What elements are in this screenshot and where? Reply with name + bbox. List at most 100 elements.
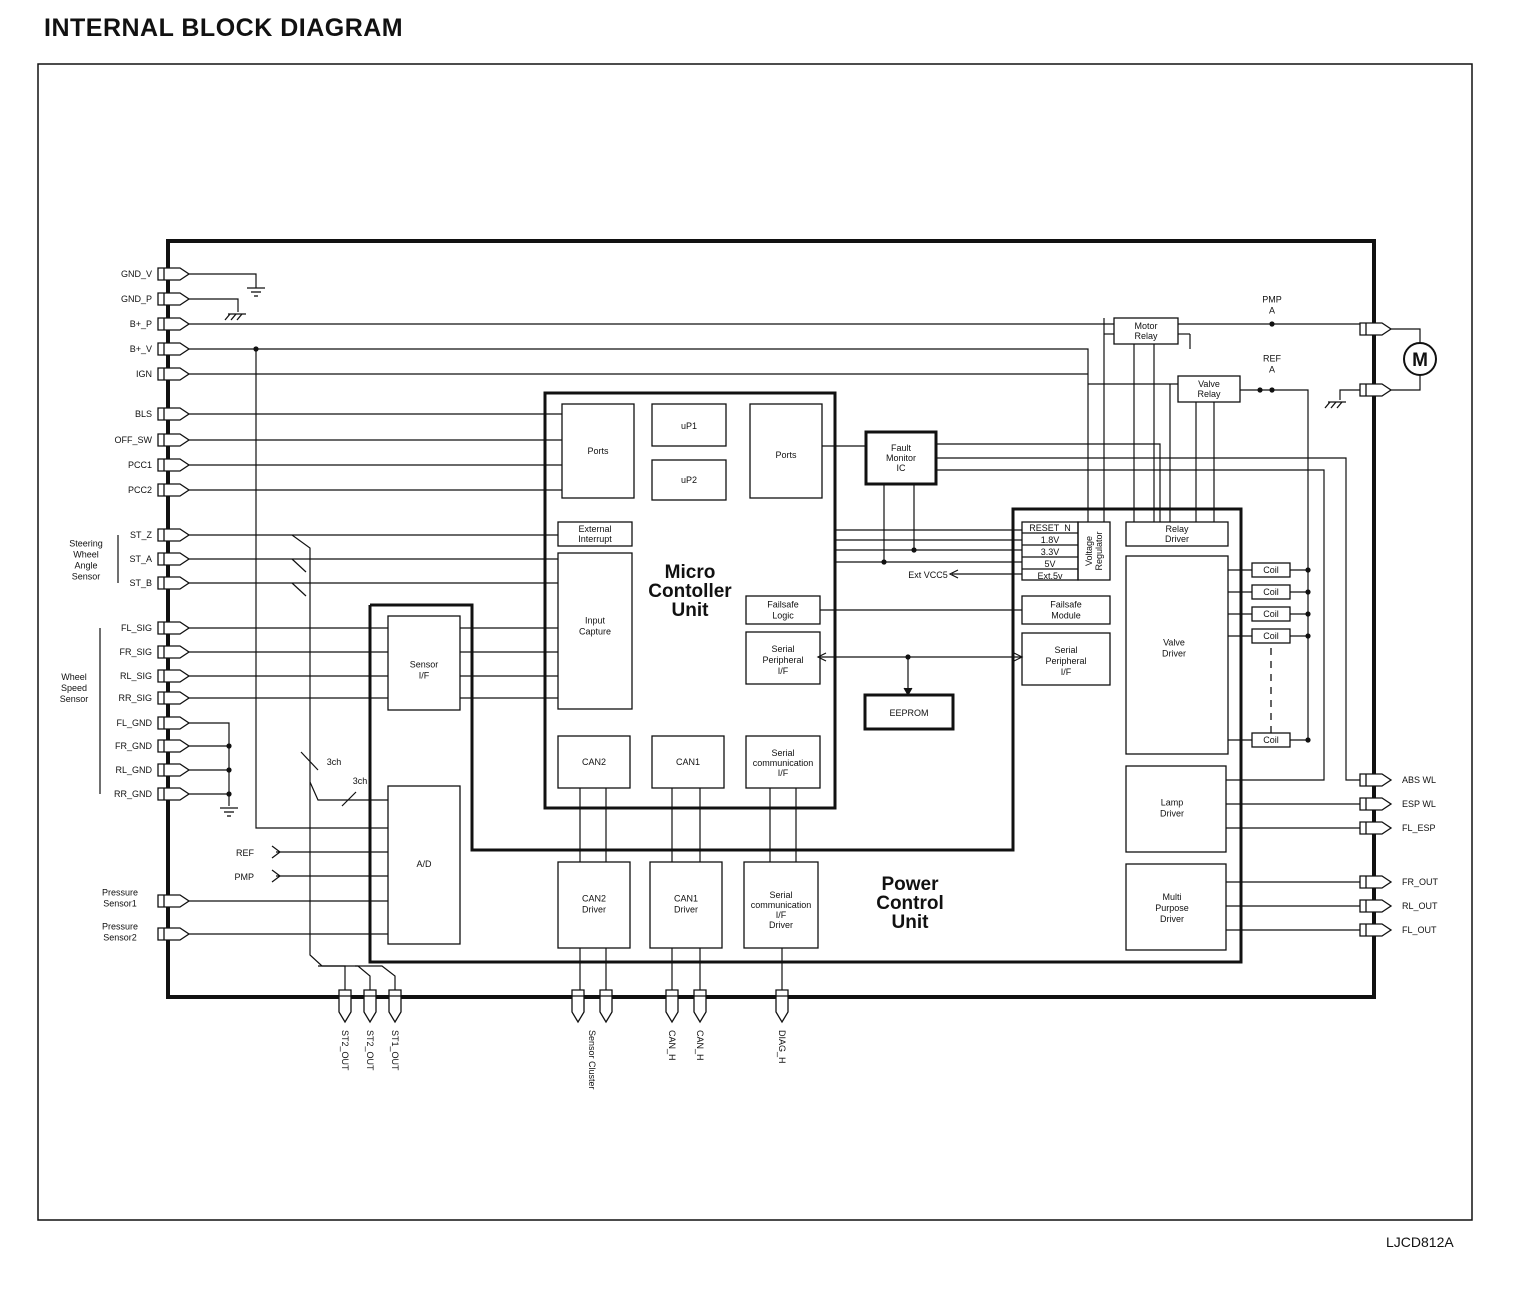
output-label-4: FR_OUT	[1402, 877, 1439, 887]
mcu-up1-label: uP1	[681, 421, 697, 431]
pcu-5v-label: 5V	[1044, 559, 1055, 569]
pcu-relay-driver-label-line2: Driver	[1165, 534, 1189, 544]
steering-sensor-group-line2: Wheel	[73, 550, 99, 560]
bottom-connector	[599, 989, 613, 1024]
steering-sensor-group-line4: Sensor	[72, 572, 101, 582]
left-connector	[157, 669, 191, 683]
pcu-ad-label: A/D	[416, 859, 432, 869]
right-connector	[1359, 875, 1393, 889]
valve-relay	[1177, 375, 1241, 403]
pin-label-fl-sig: FL_SIG	[121, 623, 152, 633]
mcu-ext-interrupt	[557, 521, 633, 547]
wheel-speed-group-line3: Sensor	[60, 694, 89, 704]
ground-symbol	[220, 807, 238, 817]
mcu-failsafe-logic	[745, 595, 821, 625]
left-connector	[157, 716, 191, 730]
output-label-3: FL_ESP	[1402, 823, 1436, 833]
pcu-18v-label: 1.8V	[1041, 535, 1060, 545]
bottom-pin-label-3: ST1_OUT	[390, 1030, 400, 1071]
fault-monitor-ic	[864, 430, 938, 486]
wheel-speed-group-line1: Wheel	[61, 672, 87, 682]
pcu-failsafe-module-label-line1: Failsafe	[1050, 600, 1082, 610]
connectors	[157, 267, 1393, 1024]
junction-dot	[1257, 387, 1263, 393]
bottom-connector	[693, 989, 707, 1024]
bottom-connector	[363, 989, 377, 1024]
mcu-serial-comm	[745, 735, 821, 789]
left-connector	[157, 576, 191, 590]
pin-label-pcc2: PCC2	[128, 485, 152, 495]
labels: GND_VGND_PB+_PB+_VIGNBLSOFF_SWPCC1PCC2ST…	[60, 269, 1439, 1090]
pin-label-bls: BLS	[135, 409, 152, 419]
mcu-serial-comm-label-line3: I/F	[778, 768, 789, 778]
pcu-can2-driver	[557, 861, 631, 949]
bottom-pin-label-6: CAN_H	[695, 1030, 705, 1061]
ground-symbols	[220, 287, 1346, 817]
mcu-up2	[651, 459, 727, 501]
mcu-can2	[557, 735, 631, 789]
ad-input-pmp: PMP	[234, 872, 254, 882]
pcu-valve-driver	[1125, 555, 1229, 755]
mcu-blocks	[557, 403, 823, 789]
motor-label: M	[1412, 350, 1428, 371]
pcu-multi-driver-label-line3: Driver	[1160, 914, 1184, 924]
ref-label-line2: A	[1269, 365, 1275, 375]
mcu-serial-peripheral-label-line1: Serial	[771, 644, 794, 654]
pcu-relay-driver	[1125, 521, 1229, 547]
mcu-serial-comm-label-line1: Serial	[771, 748, 794, 758]
motor-relay	[1113, 317, 1179, 345]
figure-code: LJCD812A	[1386, 1234, 1454, 1250]
wires	[99, 273, 1421, 990]
pcu-title-line2: Control	[876, 893, 944, 914]
bottom-pin-label-2: ST2_OUT	[365, 1030, 375, 1071]
fault-monitor-label-line1: Fault	[891, 443, 912, 453]
pcu-failsafe-module	[1021, 595, 1111, 625]
valve-relay-label-line2: Relay	[1197, 389, 1221, 399]
coil-4	[1251, 628, 1291, 644]
left-connector	[157, 552, 191, 566]
eeprom	[863, 693, 955, 731]
bottom-connector	[775, 989, 789, 1024]
pressure-sensor1-line2: Sensor1	[103, 899, 137, 909]
mcu-serial-peripheral-label-line2: Peripheral	[762, 655, 803, 665]
pcu-serial-peripheral	[1021, 632, 1111, 686]
right-connector	[1359, 383, 1393, 397]
label-3ch-a: 3ch	[327, 757, 342, 767]
left-connector	[157, 528, 191, 542]
mcu-failsafe-logic-label-line1: Failsafe	[767, 600, 799, 610]
eeprom-label: EEPROM	[889, 708, 928, 718]
ext-vcc5-label: Ext VCC5	[908, 570, 948, 580]
left-connector	[157, 267, 191, 281]
junction-dot	[1305, 589, 1311, 595]
left-connector	[157, 317, 191, 331]
mcu-up1	[651, 403, 727, 447]
left-connector	[157, 621, 191, 635]
pin-label-b-v: B+_V	[130, 344, 152, 354]
ext-vcc5-arrow	[948, 569, 959, 579]
wheel-speed-group-line2: Speed	[61, 683, 87, 693]
pcu-title-line3: Unit	[892, 912, 930, 933]
mcu-serial-peripheral	[745, 631, 821, 685]
bottom-connector	[338, 989, 352, 1024]
left-connector	[157, 367, 191, 381]
pmp-label-line1: PMP	[1262, 295, 1282, 305]
pcu-sensor-if	[387, 615, 461, 711]
pcu-can1-driver	[649, 861, 723, 949]
mcu-up2-label: uP2	[681, 475, 697, 485]
mcu-serial-comm-label-line2: communication	[753, 758, 814, 768]
pin-label-off-sw: OFF_SW	[115, 435, 153, 445]
pcu-lamp-driver	[1125, 765, 1227, 853]
pcu-can2-driver-label-line1: CAN2	[582, 894, 606, 904]
pin-label-st-z: ST_Z	[130, 530, 153, 540]
mcu-ports-right	[749, 403, 823, 499]
pressure-sensor1-line1: Pressure	[102, 888, 138, 898]
mcu-input-capture	[557, 552, 633, 710]
pressure-sensor2-line2: Sensor2	[103, 933, 137, 943]
mcu-ports-right-label: Ports	[775, 450, 797, 460]
junction-dot	[905, 654, 911, 660]
pin-label-rl-sig: RL_SIG	[120, 671, 152, 681]
left-connector	[157, 927, 191, 941]
page-title: INTERNAL BLOCK DIAGRAM	[44, 14, 404, 42]
pcu-valve-driver-label-line2: Driver	[1162, 649, 1186, 659]
chassis-ground-symbol	[224, 313, 246, 321]
